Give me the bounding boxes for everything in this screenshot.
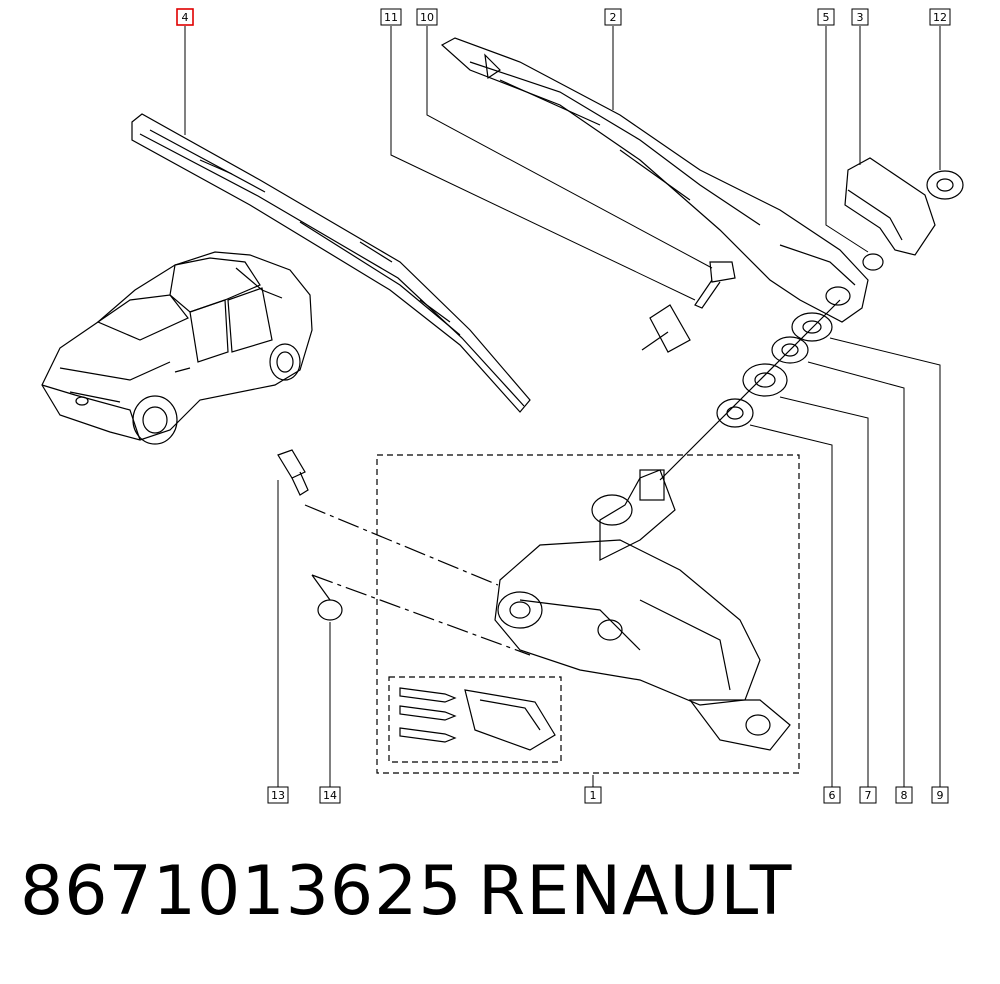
washer-stack [716,312,833,428]
leader-lines [184,26,941,787]
bolt-10 [694,261,736,309]
nut-5 [862,253,884,271]
callout-13: 13 [271,789,285,802]
nut-14 [317,599,343,621]
callout-7: 7 [865,789,872,802]
callout-4: 4 [182,11,189,24]
arm-cap [844,157,936,256]
callout-10: 10 [420,11,434,24]
callout-6: 6 [829,789,836,802]
callout-8: 8 [901,789,908,802]
small-cap [926,170,964,200]
connector-kit [399,687,556,751]
callouts: 4 11 10 2 5 3 12 13 14 1 6 7 8 9 [176,8,951,804]
wiper-arm [440,37,869,323]
square-washer [649,304,691,353]
motor-assembly-box [376,454,800,774]
bolt-13 [277,449,309,496]
callout-12: 12 [933,11,947,24]
callout-1: 1 [590,789,597,802]
callout-9: 9 [937,789,944,802]
callout-3: 3 [857,11,864,24]
wiper-motor [494,469,791,751]
brand-name: RENAULT [478,852,793,931]
connector-kit-box [388,676,562,763]
callout-box-4 [176,8,194,26]
callout-14: 14 [323,789,337,802]
callout-5: 5 [823,11,830,24]
part-number: 8671013625 [20,852,463,931]
car-illustration [41,251,313,445]
wiper-blade [131,113,531,413]
callout-2: 2 [610,11,617,24]
callout-11: 11 [384,11,398,24]
